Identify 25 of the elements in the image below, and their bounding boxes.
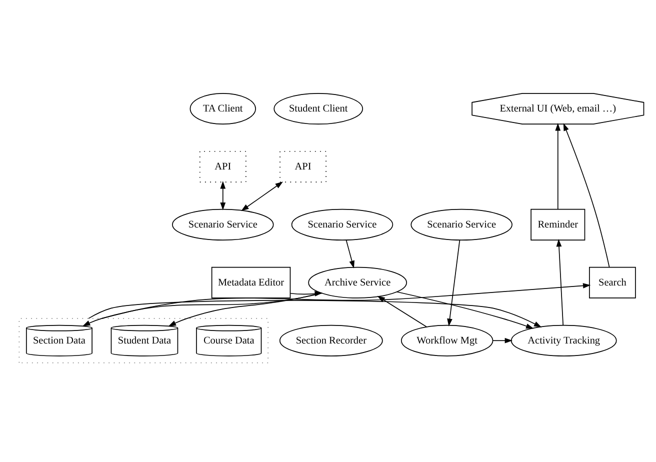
cluster [18,318,268,363]
node-ellipse: Scenario Service [172,208,274,240]
node-ellipse: Workflow Mgt [400,324,494,356]
arrow [563,122,610,268]
arrow [492,337,512,343]
arrow [556,238,564,326]
arrow [82,292,322,326]
arrow [101,282,591,318]
node-box: API [199,150,246,182]
node-ellipse: Student Client [274,92,364,124]
arrow [220,180,226,210]
arrow [555,122,561,210]
node-box: Metadata Editor [211,266,291,298]
node-box: API [280,150,326,182]
node-ellipse: Scenario Service [291,208,394,240]
node-box: Search [589,266,636,298]
arrow [447,239,460,326]
node-box: Reminder [530,208,586,240]
node-ellipse: Scenario Service [410,208,512,240]
arrow [241,181,284,211]
node-ellipse: TA Client [190,92,256,124]
arrow [396,290,534,328]
arrow [88,300,542,327]
node-ellipse: Section Recorder [279,324,383,356]
arrow [346,239,354,268]
